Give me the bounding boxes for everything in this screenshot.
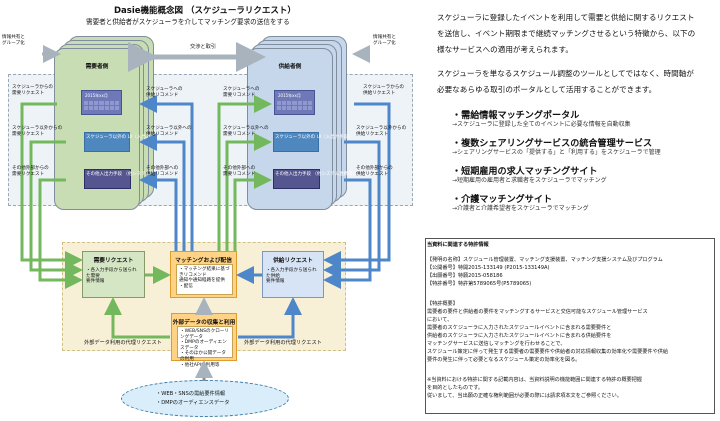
demand-calendar: 2015年xx月	[81, 90, 122, 115]
supply-request-title: 供給リクエスト	[273, 258, 313, 264]
recommend-demand-label: スケジューラへの 需要リコメンド	[223, 87, 260, 98]
external-left-arrow	[104, 297, 170, 339]
right-info-share-label: 情報共有と グループ化	[373, 35, 396, 46]
patent-line-4: 【特許番号】特許第5789065号(P5789065)	[427, 281, 532, 287]
patent-line-11: マッチングサービスに送信しマッチングを行わせることで、	[427, 341, 566, 347]
external-left-label: 外部データ利用の代理リクエスト	[84, 340, 162, 346]
service-3: ・短期雇用の求人マッチングサイト →短期雇用の雇用者と求職者をスケジューラでマッ…	[452, 167, 607, 184]
patent-line-9: 需要者のスケジューラに入力されたスケジュールイベントに含まれる需要要件と	[427, 325, 612, 331]
service-4-title: ・介護マッチングサイト	[452, 195, 553, 205]
recommend-left-2	[139, 133, 186, 251]
recommend-supply-other-label: スケジューラ以外への 供給リコメンド	[146, 126, 192, 137]
recommend-right-3	[233, 171, 272, 251]
supply-arrow-1	[323, 102, 391, 269]
patent-line-2: 【公開番号】特開2015-133149 (P2015-133149A)	[427, 265, 550, 271]
supply-arrow-2	[323, 140, 381, 279]
diagram-subtitle: 需要者と供給者がスケジューラを介してマッチング要求の送信をする	[86, 18, 290, 26]
recommend-left-1	[139, 95, 194, 251]
matching-box: マッチングおよび配信 ・マッチング結果に基づきリコメンド 通知や通知経路を提供 …	[170, 251, 237, 298]
demand-request-desc: ・各入力手段から送られた需要 要件情報	[86, 268, 137, 285]
external-right-arrow	[238, 297, 302, 339]
patent-line-10: 供給者のスケジューラに入力されたスケジュールイベントに含まれる供給要件を	[427, 333, 612, 339]
service-3-desc: →短期雇用の雇用者と求職者をスケジューラでマッチング	[452, 177, 607, 184]
intro-line-5: 必要なあらゆる取引のポータルとして活用することができます。	[437, 85, 657, 94]
calendar-month-left: 2015年xx月	[85, 93, 108, 98]
matching-desc: ・マッチング結果に基づきリコメンド 通知や通知経路を提供 ・配信	[179, 267, 230, 289]
demand-arrow-2	[29, 140, 83, 279]
matching-desc-box: ・マッチング結果に基づきリコメンド 通知や通知経路を提供 ・配信	[176, 264, 233, 295]
calendar-month-right: 2015年xx月	[278, 93, 301, 98]
patent-line-3: 【出願番号】特願2015-058186	[427, 273, 503, 279]
demand-other-box: その他入出力手段 （他システム連携等）	[84, 169, 169, 189]
recommend-supply-other2-label: その他外部への 供給リコメンド	[146, 166, 179, 177]
service-4-desc: →介護者と介護希望者をスケジューラでマッチング	[452, 205, 589, 212]
supply-ui-label: スケジューラ以外の UI（入出力手段）	[275, 135, 353, 140]
supply-arrow-3	[323, 178, 372, 289]
demand-arrow-3	[38, 178, 83, 289]
external-data-title: 外部データの収集と利用	[172, 320, 236, 326]
intro-line-2: を送信し、イベント期限まで継続マッチングさせるという特徴から、以下の	[437, 29, 696, 38]
supply-request-desc: ・各入力手段から送られた供給 要件情報	[266, 268, 317, 285]
supply-ui-box: スケジューラ以外の UI（入出力手段）	[273, 132, 353, 152]
recommend-demand-other-label: スケジューラ以外への 需要リコメンド	[223, 126, 269, 137]
from-scheduler-left: スケジューラからの 需要リクエスト	[12, 85, 54, 96]
patent-line-12: スケジュール策定に伴って発生する需要者の需要要件や供給者の対応情報収集の効率化や…	[427, 349, 668, 355]
demand-request-box: 需要リクエスト ・各入力手段から送られた需要 要件情報	[82, 251, 145, 298]
patent-heading: 当資料に関連する特許情報	[427, 242, 489, 248]
cloud-line-2: ・DMPのオーディエンスデータ	[156, 400, 230, 406]
other-req-left: スケジューラ以外からの 需要リクエスト	[12, 126, 63, 137]
patent-line-13: 要件の発生に伴って必要となるスケジュール策定の効率化を図る。	[427, 357, 581, 363]
left-info-share-label: 情報共有と グループ化	[2, 35, 25, 46]
recommend-left-3	[139, 171, 178, 251]
supply-calendar: 2015年xx月	[274, 90, 315, 115]
patent-line-7: 需要者の要件と供給者の要件をマッチングするサービスと交信可能なスケジュール管理サ…	[427, 309, 648, 315]
intro-line-3: 様なサービスへの適用が考えられます。	[437, 45, 573, 54]
diagram-title: Dasie機能概念図 （スケジューラリクエスト）	[114, 6, 296, 16]
demand-other-label: その他入出力手段 （他システム連携等）	[86, 172, 169, 177]
demand-request-title: 需要リクエスト	[93, 258, 134, 264]
service-1-title: ・需給情報マッチングポータル	[452, 111, 580, 121]
recommend-right-2	[225, 133, 272, 251]
external-req-left: その他外部からの 需要リクエスト	[12, 166, 49, 177]
supply-other-label: その他入出力手段 （他システム連携等）	[275, 172, 358, 177]
service-2-title: ・複数シェアリングサービスの統合管理サービス	[452, 139, 653, 149]
patent-info-box	[425, 238, 715, 414]
service-4: ・介護マッチングサイト →介護者と介護希望者をスケジューラでマッチング	[452, 195, 589, 212]
patent-line-8: において、	[427, 317, 453, 323]
patent-line-17: 従いまして、当出願の正確な権利範囲が必要の際には請求項本文をご参照ください。	[427, 393, 622, 399]
service-3-title: ・短期雇用の求人マッチングサイト	[452, 167, 598, 177]
intro-line-4: スケジューラを単なるスケジュール調整のツールとしてではなく、時間軸が	[437, 69, 694, 78]
external-right-label: 外部データ利用の代理リクエスト	[244, 340, 322, 346]
recommend-demand-other2-label: その他外部への 需要リコメンド	[223, 166, 256, 177]
patent-line-1: 【発明の名称】スケジュール管理装置、マッチング支援装置、マッチング支援システム及…	[427, 257, 663, 263]
supply-request-box: 供給リクエスト ・各入力手段から送られた供給 要件情報	[262, 251, 324, 298]
diagram-arrows	[20, 42, 391, 381]
service-1: ・需給情報マッチングポータル →スケジューラに登録した全てのイベントに必要な情報…	[452, 111, 631, 128]
demand-ui-box: スケジューラ以外の UI（入出力手段）	[84, 132, 164, 152]
patent-line-16: を目的としたものです。	[427, 385, 484, 391]
supply-other-box: その他入出力手段 （他システム連携等）	[273, 169, 358, 189]
matching-title: マッチングおよび配信	[175, 258, 232, 264]
service-2: ・複数シェアリングサービスの統合管理サービス →シェアリングサービスの「提供する…	[452, 139, 661, 156]
patent-line-6: 【特許概要】	[427, 301, 458, 307]
other-req-right: スケジューラ以外からの 供給リクエスト	[356, 126, 407, 137]
patent-line-15: ※当資料における特許に関する記載内容は、当資料説明の機能範囲に関連する特許の概要…	[427, 377, 643, 383]
service-1-desc: →スケジューラに登録した全てのイベントに必要な情報を自動収集	[452, 121, 631, 128]
external-req-right: その他外部からの 供給リクエスト	[356, 166, 393, 177]
cloud-line-1: ・WEB・SNSの需給要件情報	[156, 391, 226, 397]
exchange-label: 交渉と取引	[190, 44, 216, 50]
supplier-label: 供給者側	[278, 64, 302, 70]
intro-line-1: スケジューラに登録したイベントを利用して需要と供給に関するリクエスト	[437, 13, 695, 22]
recommend-right-1	[217, 95, 272, 251]
recommend-supply-label: スケジューラへの 供給リコメンド	[146, 87, 183, 98]
service-2-desc: →シェアリングサービスの「提供する」と「利用する」をスケジューラで管理	[452, 149, 661, 156]
demand-arrow-1	[20, 102, 83, 269]
demand-ui-label: スケジューラ以外の UI（入出力手段）	[86, 135, 164, 140]
demander-label: 需要者側	[85, 64, 109, 70]
from-scheduler-right: スケジューラからの 供給リクエスト	[363, 85, 405, 96]
